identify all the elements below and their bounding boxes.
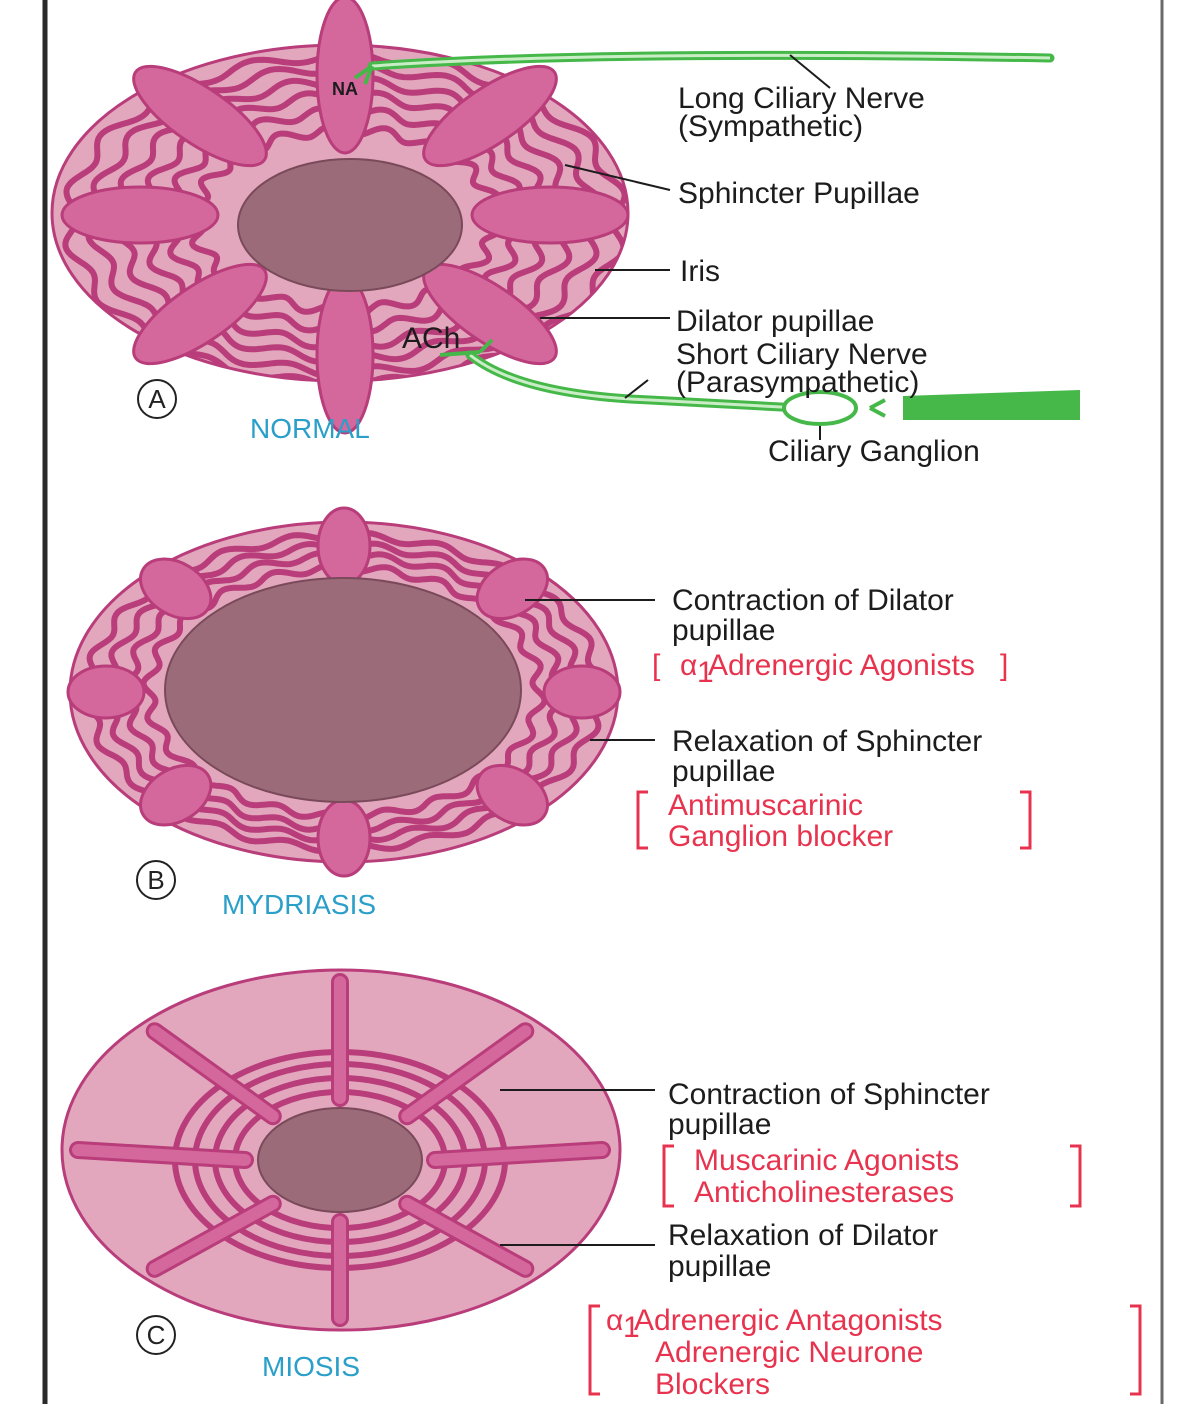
dilator-lobe: [544, 666, 620, 718]
contraction-sphincter-label-2: pupillae: [668, 1108, 771, 1141]
contraction-dilator-label-2: pupillae: [672, 614, 775, 647]
sphincter-pupillae-label: Sphincter Pupillae: [678, 177, 920, 210]
panel-c-miosis: Contraction of Sphincter pupillae Muscar…: [62, 970, 1140, 1401]
blockers-label: Blockers: [655, 1368, 770, 1401]
relaxation-sphincter-label-2: pupillae: [672, 755, 775, 788]
adrenergic-antagonists-label: Adrenergic Antagonists: [634, 1304, 943, 1337]
ach-label: ACh: [402, 322, 460, 355]
bracket-left-c2: [590, 1306, 600, 1394]
panel-a-letter: A: [148, 384, 166, 414]
sympathetic-label: (Sympathetic): [678, 110, 863, 143]
adrenergic-neurone-label: Adrenergic Neurone: [655, 1336, 924, 1369]
anticholinesterases-label: Anticholinesterases: [694, 1176, 954, 1209]
mydriasis-caption: MYDRIASIS: [222, 889, 376, 920]
ciliary-ganglion-label: Ciliary Ganglion: [768, 435, 980, 468]
bracket-right-b: [1020, 792, 1030, 848]
pupil-a: [238, 159, 462, 291]
contraction-sphincter-label: Contraction of Sphincter: [668, 1078, 990, 1111]
panel-b-letter: B: [147, 865, 164, 895]
panel-a-normal: NA ACh Long Ciliary Nerve (Sympathetic) …: [52, 0, 1080, 468]
alpha-symbol-c: α: [606, 1304, 623, 1337]
ganglion-blocker-label: Ganglion blocker: [668, 820, 893, 853]
panel-b-mydriasis: Contraction of Dilator pupillae [ α 1 Ad…: [68, 508, 1030, 920]
dilator-lobe: [318, 800, 370, 876]
na-label: NA: [332, 79, 358, 99]
alpha-symbol: α: [680, 649, 697, 682]
normal-caption: NORMAL: [250, 413, 370, 444]
dilator-lobe: [62, 187, 218, 243]
miosis-caption: MIOSIS: [262, 1351, 360, 1382]
preganglionic-fiber: [903, 390, 1080, 420]
parasympathetic-label: (Parasympathetic): [676, 366, 919, 399]
antimuscarinic-label: Antimuscarinic: [668, 789, 863, 822]
relaxation-dilator-label-2: pupillae: [668, 1250, 771, 1283]
svg-text:[: [: [652, 649, 661, 682]
dilator-lobe: [318, 508, 370, 584]
svg-text:]: ]: [1000, 649, 1008, 682]
dilator-lobe: [472, 187, 628, 243]
bracket-right-c1: [1070, 1146, 1080, 1206]
dilator-lobe: [317, 0, 373, 153]
bracket-right-c2: [1130, 1306, 1140, 1394]
relaxation-sphincter-label: Relaxation of Sphincter: [672, 725, 982, 758]
relaxation-dilator-label: Relaxation of Dilator: [668, 1219, 938, 1252]
muscarinic-agonists-label: Muscarinic Agonists: [694, 1144, 959, 1177]
pupil-b: [165, 578, 521, 802]
dilator-lobe: [317, 277, 373, 433]
adrenergic-agonists-label: Adrenergic Agonists: [708, 649, 975, 682]
dilator-pupillae-label: Dilator pupillae: [676, 305, 874, 338]
bracket-left-c1: [664, 1146, 674, 1206]
panel-c-letter: C: [147, 1320, 166, 1350]
bracket-left-b: [638, 792, 648, 848]
dilator-lobe: [68, 666, 144, 718]
pupil-c: [258, 1108, 422, 1212]
contraction-dilator-label: Contraction of Dilator: [672, 584, 954, 617]
iris-label: Iris: [680, 255, 720, 288]
